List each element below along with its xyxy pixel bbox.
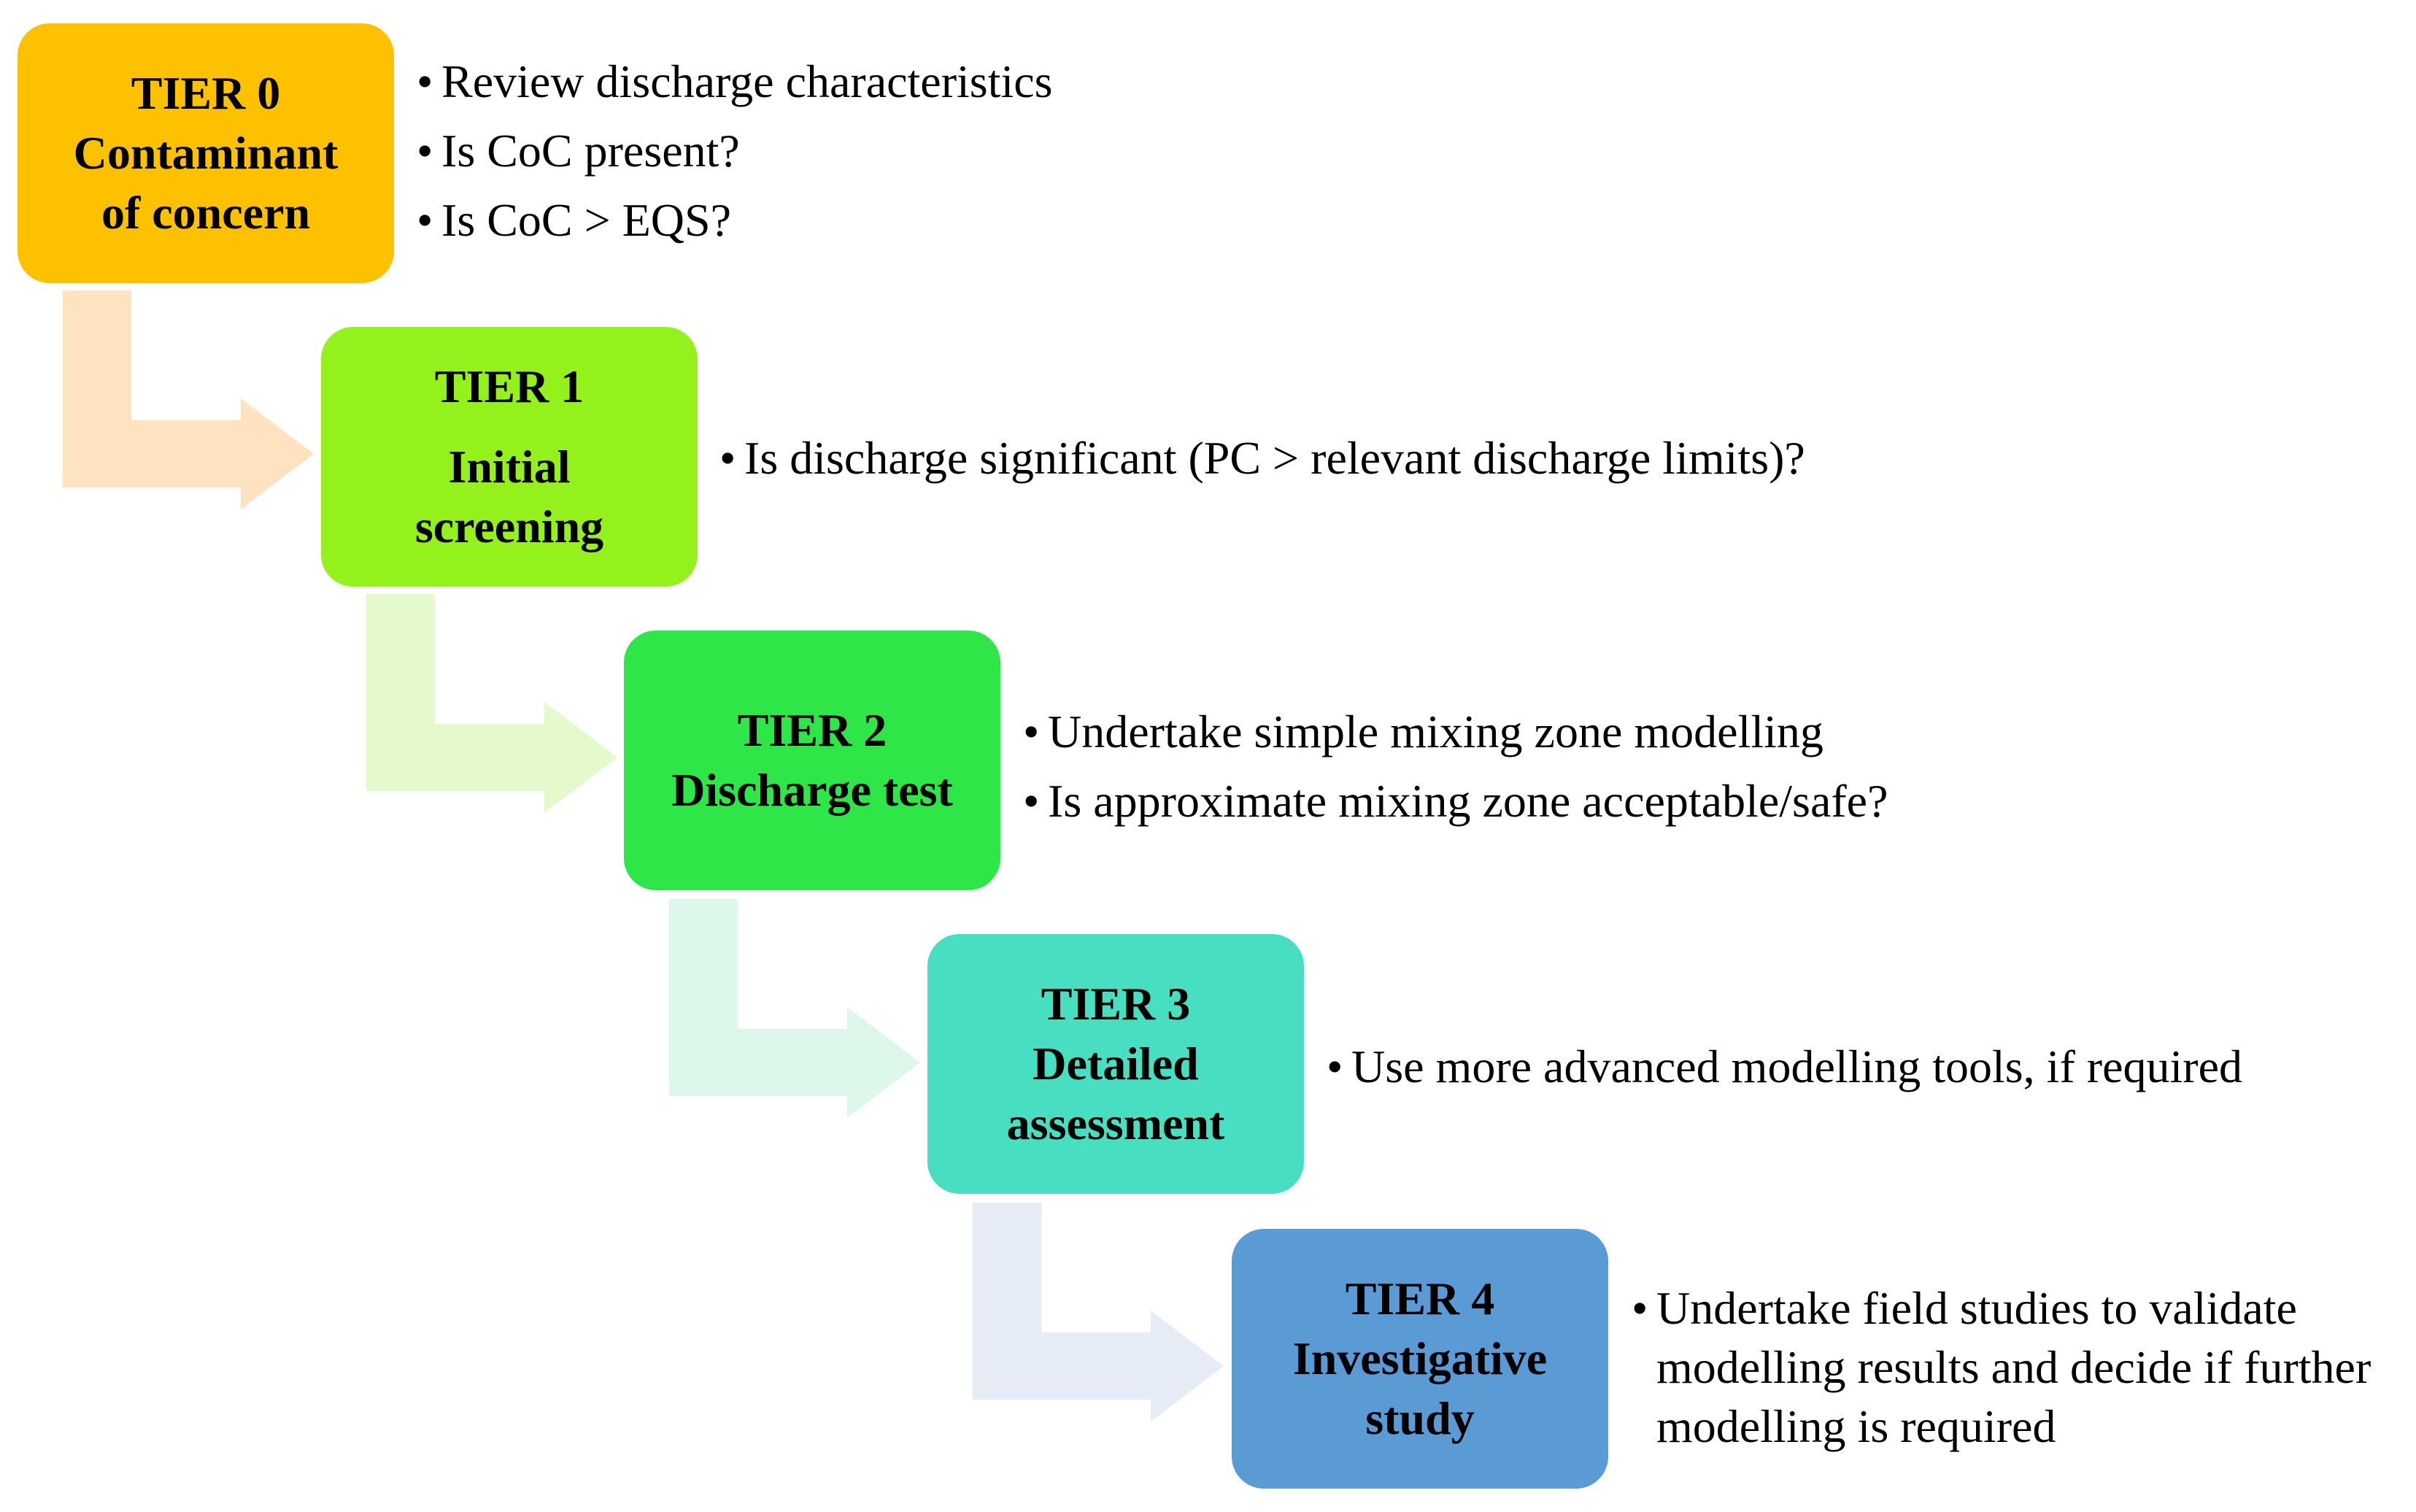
tier-0-title: TIER 0	[131, 67, 281, 119]
tier-3-bullet: •Use more advanced modelling tools, if r…	[1327, 1032, 2242, 1101]
arrow-tier2-to-tier3	[669, 899, 920, 1118]
tier-2-bullets: •Undertake simple mixing zone modelling …	[1023, 697, 1888, 836]
tier-3-bullets: •Use more advanced modelling tools, if r…	[1327, 1032, 2242, 1101]
tier-0-bullet: •Review discharge characteristics	[417, 47, 1053, 116]
tier-0-box: TIER 0 Contaminant of concern	[18, 23, 394, 283]
tier-1-title: TIER 1	[434, 360, 584, 412]
bullet-dot: •	[417, 194, 433, 246]
bullet-dot: •	[1023, 706, 1040, 757]
arrow-tier0-to-tier1	[63, 290, 314, 509]
tier-0-bullet: •Is CoC present?	[417, 116, 1053, 185]
tier-2-title: TIER 2	[737, 704, 887, 756]
bullet-text: Is approximate mixing zone acceptable/sa…	[1048, 775, 1888, 827]
bullet-text: Review discharge characteristics	[441, 55, 1053, 107]
arrow-tier3-to-tier4	[973, 1203, 1224, 1422]
tier-4-title: TIER 4	[1345, 1273, 1495, 1324]
bullet-dot: •	[1327, 1041, 1343, 1092]
tier-3-line-2: assessment	[1006, 1098, 1225, 1149]
tier-3-box: TIER 3 Detailed assessment	[927, 934, 1304, 1194]
bullet-dot: •	[1632, 1282, 1648, 1334]
bullet-dot: •	[1023, 775, 1040, 827]
bullet-text: Is CoC > EQS?	[441, 194, 731, 246]
bullet-text: Undertake simple mixing zone modelling	[1048, 706, 1823, 757]
tier-1-line-1: Initial	[448, 441, 571, 493]
tier-0-bullet: •Is CoC > EQS?	[417, 185, 1053, 255]
tier-2-bullet: •Undertake simple mixing zone modelling	[1023, 697, 1888, 766]
tier-1-bullets: •Is discharge significant (PC > relevant…	[719, 423, 1805, 493]
tier-3-title: TIER 3	[1041, 978, 1191, 1030]
bullet-text: Is discharge significant (PC > relevant …	[744, 432, 1805, 484]
arrow-tier1-to-tier2	[366, 594, 617, 813]
bullet-dot: •	[417, 55, 433, 107]
bullet-text: Undertake field studies to validate mode…	[1656, 1282, 2371, 1452]
tier-4-line-2: study	[1365, 1392, 1475, 1444]
tier-1-box: TIER 1 Initial screening	[321, 327, 698, 587]
bullet-dot: •	[719, 432, 736, 484]
tier-1-line-2: screening	[414, 501, 604, 552]
tier-2-line-1: Discharge test	[671, 764, 953, 816]
tier-0-line-1: Contaminant	[73, 127, 339, 179]
bullet-text: Is CoC present?	[441, 125, 740, 177]
tier-4-bullet: •Undertake field studies to validate mod…	[1632, 1278, 2404, 1456]
tier-4-line-1: Investigative	[1292, 1332, 1548, 1384]
bullet-dot: •	[417, 125, 433, 177]
tier-1-bullet: •Is discharge significant (PC > relevant…	[719, 423, 1805, 493]
tier-2-bullet: •Is approximate mixing zone acceptable/s…	[1023, 766, 1888, 836]
tier-0-line-2: of concern	[101, 187, 311, 239]
tier-0-bullets: •Review discharge characteristics •Is Co…	[417, 47, 1053, 255]
tier-4-bullets: •Undertake field studies to validate mod…	[1632, 1278, 2404, 1456]
tier-4-box: TIER 4 Investigative study	[1232, 1229, 1608, 1489]
tier-3-line-1: Detailed	[1033, 1038, 1199, 1089]
bullet-text: Use more advanced modelling tools, if re…	[1351, 1041, 2242, 1092]
tier-2-box: TIER 2 Discharge test	[624, 630, 1000, 890]
